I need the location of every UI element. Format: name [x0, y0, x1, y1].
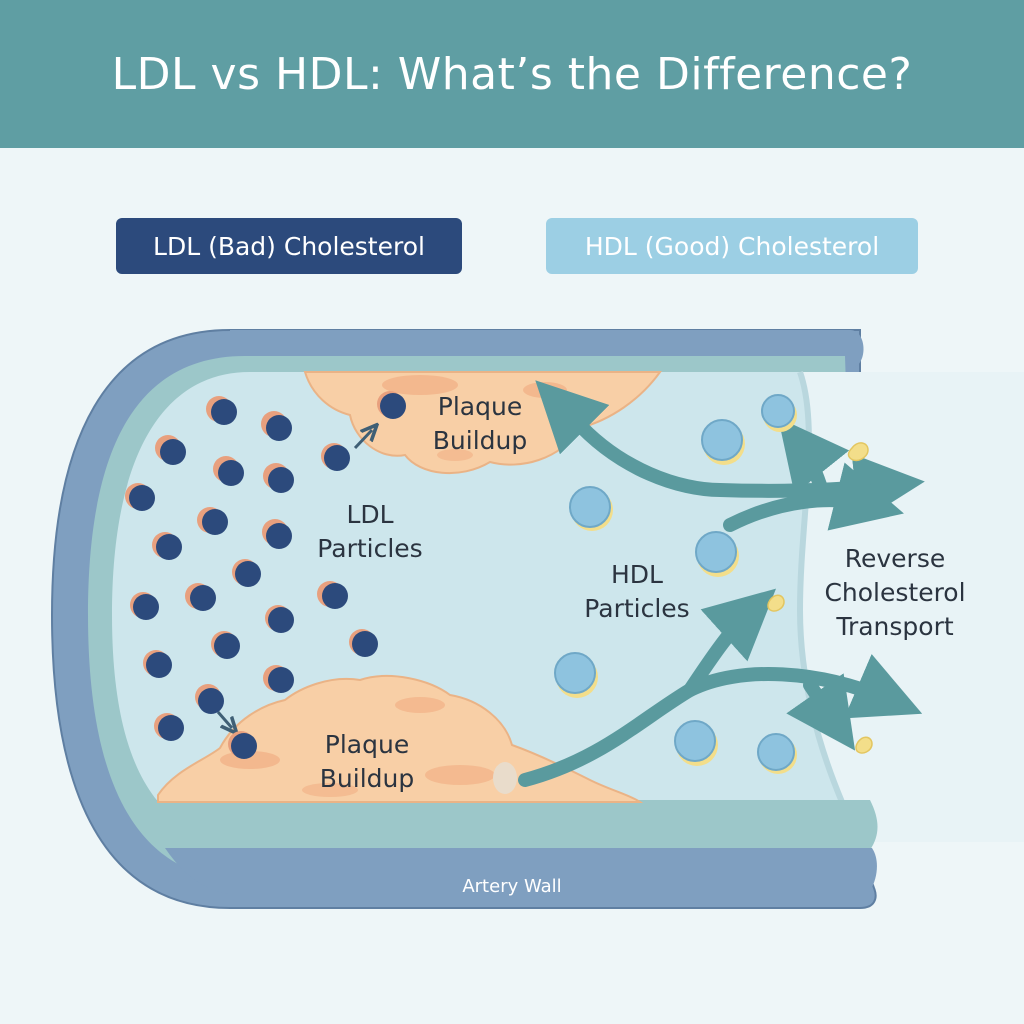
reverse-transport-arrows-top: [535, 380, 925, 532]
ldl-particles-label: LDL Particles: [317, 500, 423, 563]
ldl-particles: [125, 391, 406, 759]
plaque-bottom: [157, 674, 644, 803]
header-banner: LDL vs HDL: What’s the Difference?: [0, 0, 1024, 148]
hdl-legend-badge: HDL (Good) Cholesterol: [546, 218, 918, 274]
ldl-entry-arrow-bottom: [216, 711, 232, 728]
hdl-particles: [554, 394, 797, 774]
artery-wall-label: Artery Wall: [462, 876, 562, 897]
ldl-entry-arrow-top: [353, 430, 372, 450]
reverse-transport-label: Reverse Cholesterol Transport: [824, 544, 966, 641]
reverse-transport-arrows-bottom: [518, 588, 923, 787]
plaque-bottom-label: Plaque Buildup: [319, 730, 415, 793]
page-title: LDL vs HDL: What’s the Difference?: [111, 48, 913, 100]
cholesterol-molecules: [767, 442, 873, 754]
plaque-top-label: Plaque Buildup: [432, 392, 528, 455]
hdl-particles-label: HDL Particles: [584, 560, 690, 623]
ldl-legend-badge: LDL (Bad) Cholesterol: [116, 218, 462, 274]
